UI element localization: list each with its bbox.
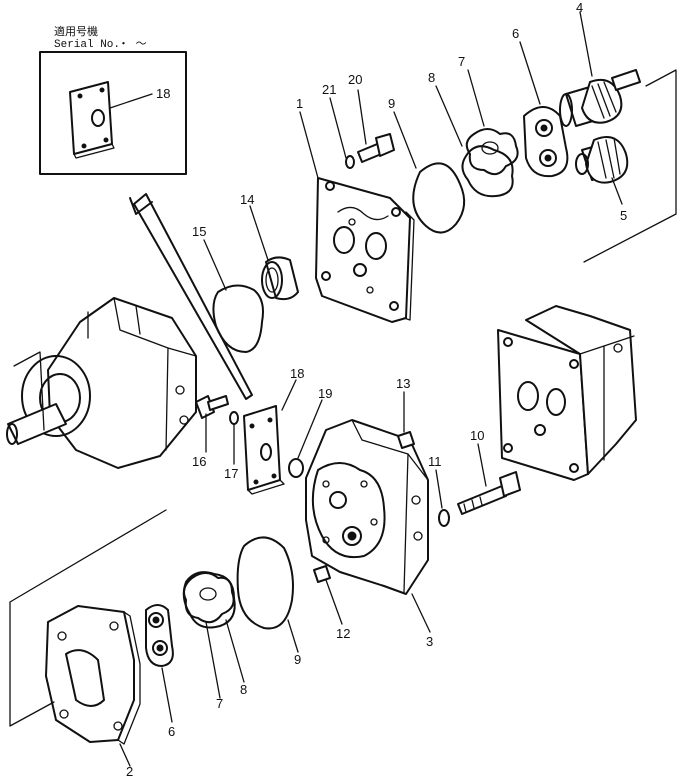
inset-plate-18 (69, 81, 153, 159)
callout-8-lower: 8 (240, 682, 247, 697)
callout-6-upper: 6 (512, 26, 519, 41)
part-6-plate-upper (523, 106, 569, 178)
callout-5: 5 (620, 208, 627, 223)
direction-arrow (129, 193, 253, 400)
part-15-seal (212, 284, 264, 353)
part-19-oring (288, 458, 304, 478)
part-7-gasket-lower (183, 572, 235, 624)
callout-7-upper: 7 (458, 54, 465, 69)
part-14-bearing (261, 256, 299, 301)
assembly-bracket-upper (583, 69, 677, 263)
callout-6-lower: 6 (168, 724, 175, 739)
part-2-flange (45, 605, 141, 745)
callout-11: 11 (428, 454, 442, 469)
callout-16: 16 (192, 454, 206, 469)
callout-12: 12 (336, 626, 350, 641)
callout-1: 1 (296, 96, 303, 111)
part-10-bolt (457, 471, 521, 515)
part-9-seal-upper (412, 162, 466, 234)
assembly-bracket-lower (9, 509, 167, 727)
callout-8-upper: 8 (428, 70, 435, 85)
part-4-gear-shaft (559, 69, 641, 127)
part-8-gasket-upper (461, 145, 514, 198)
callout-3: 3 (426, 634, 433, 649)
callout-17: 17 (224, 466, 238, 481)
callout-21: 21 (322, 82, 336, 97)
applicable-label: 適用号機 (54, 24, 98, 39)
callout-4: 4 (576, 0, 583, 15)
callout-18-inset: 18 (156, 86, 170, 101)
part-9-seal-lower (236, 536, 294, 630)
leader-lines (119, 11, 623, 767)
part-12-pin (313, 565, 331, 583)
callout-20: 20 (348, 72, 362, 87)
part-13-pin (397, 431, 415, 449)
rear-housing-right (497, 305, 637, 481)
callout-7-lower: 7 (216, 696, 223, 711)
part-18-plate (243, 405, 285, 495)
callout-19: 19 (318, 386, 332, 401)
part-5-gear (575, 136, 629, 184)
serial-range: ・ ～ (118, 39, 147, 51)
part-6-plate-lower (145, 604, 174, 667)
callout-10: 10 (470, 428, 484, 443)
part-21-washer (345, 155, 355, 169)
part-1-plate (315, 177, 415, 323)
pump-assembly-left (6, 297, 197, 469)
inset-box (39, 51, 187, 175)
part-7-gasket-upper (465, 128, 519, 176)
callout-18: 18 (290, 366, 304, 381)
callout-9-lower: 9 (294, 652, 301, 667)
part-11-washer (438, 509, 450, 527)
callout-9-upper: 9 (388, 96, 395, 111)
callout-15: 15 (192, 224, 206, 239)
callout-13: 13 (396, 376, 410, 391)
part-17-washer (229, 411, 239, 425)
serial-label: Serial No. (54, 39, 120, 51)
part-16-bolt (195, 395, 229, 419)
callout-14: 14 (240, 192, 254, 207)
callout-2: 2 (126, 764, 133, 778)
part-20-bolt (357, 133, 395, 163)
